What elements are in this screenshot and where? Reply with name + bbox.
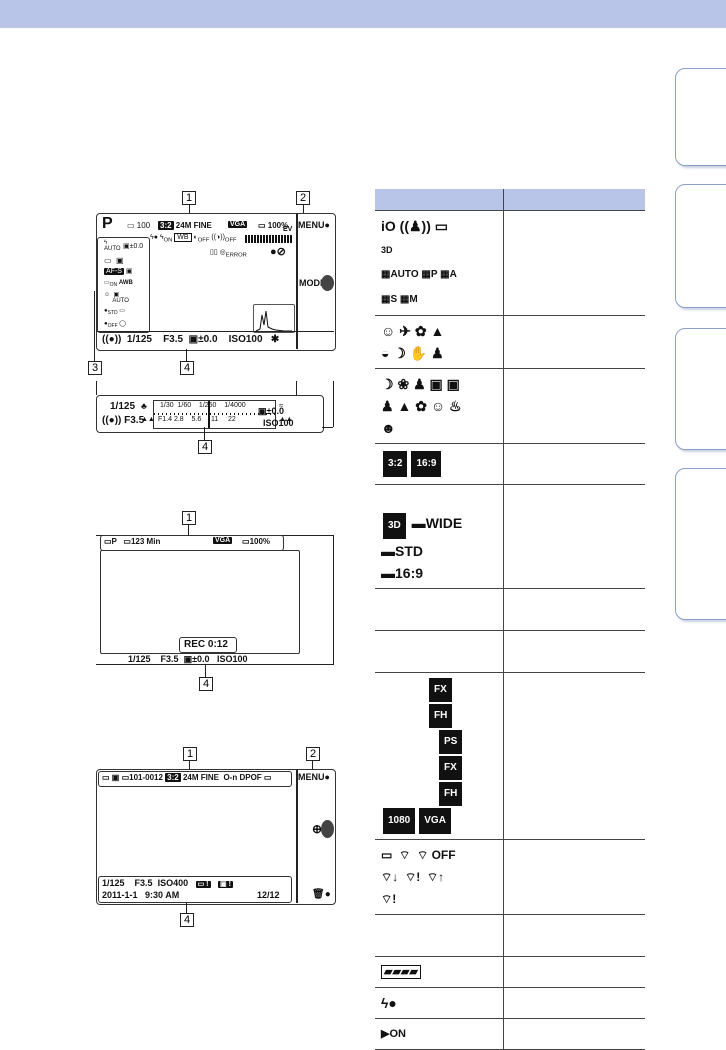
icon-legend-table: iO ((♟)) ▭3D▦AUTO ▦P ▦A▦S ▦M ☺ ✈ ✿ ▲◒ ☽ …	[375, 189, 645, 1050]
icon-cell: iO ((♟)) ▭3D▦AUTO ▦P ▦A▦S ▦M	[375, 210, 504, 316]
callout-4-b: 4	[198, 440, 212, 454]
callout-4-d: 4	[180, 913, 194, 927]
menu-button-1[interactable]: MENU●	[298, 220, 330, 230]
playback-top-bar	[98, 771, 292, 787]
side-row-awb: ▭ON AWB	[104, 280, 133, 289]
left-icon-column	[97, 237, 150, 333]
callout-3: 3	[88, 361, 102, 375]
top-row-aspect: 3:2 24M FINE	[158, 221, 212, 230]
side-tab-3[interactable]	[675, 328, 726, 450]
movie-frame	[100, 550, 300, 654]
control-wheel-icon[interactable]	[321, 275, 334, 291]
bottom-row-1: ((●)) 1/125 F3.5 ▣±0.0 ISO100 ✱	[102, 334, 280, 345]
playback-wheel-icon[interactable]	[321, 820, 334, 838]
side-row-af: AF-S ▣	[104, 268, 133, 275]
playback-row-2: 2011-1-1 9:30 AM	[102, 890, 180, 900]
icon-cell: ☽ ❀ ♟ ▣ ▣♟ ▲ ✿ ☺ ♨☻	[375, 368, 504, 444]
mode-button[interactable]: MODE	[299, 278, 326, 288]
table-row	[375, 588, 645, 631]
ir-icon-cell: ▶ON	[375, 1018, 504, 1050]
side-row-drive: ▭ ▣	[104, 256, 124, 265]
histogram	[253, 304, 295, 333]
record-dot-icon: ●⊘	[270, 246, 286, 258]
table-row: ☺ ✈ ✿ ▲◒ ☽ ✋ ♟	[375, 315, 645, 369]
table-header	[375, 189, 645, 211]
strip-ev: ▣±0.0	[258, 406, 284, 416]
error-indicator: ▯▯ ◎ERROR	[210, 249, 247, 259]
battery-level: ▭ 100%	[258, 221, 289, 230]
image-count: 12/12	[257, 890, 280, 900]
icon-cell: 3D ▬WIDE▬STD▬16:9	[375, 484, 504, 589]
movie-battery: ▭100%	[242, 537, 271, 546]
icon-cell: ☺ ✈ ✿ ▲◒ ☽ ✋ ♟	[375, 315, 504, 369]
movie-top-row: ▭P ▭123 Min	[104, 537, 161, 546]
strip-iso: ISO100	[263, 418, 294, 428]
strip-shutter: 1/125	[110, 401, 136, 412]
side-row-std: ●STD ▭	[104, 308, 125, 317]
flash-icon-cell: ϟ●	[375, 987, 504, 1019]
level-gauge	[245, 235, 293, 243]
mode-indicator: P	[102, 215, 113, 232]
trash-icon[interactable]: 🗑●	[312, 889, 331, 900]
table-row	[375, 914, 645, 957]
top-row-count: ▭ 100	[127, 221, 151, 230]
callout-2: 2	[296, 191, 310, 205]
table-row: ▰▰▰▰	[375, 956, 645, 988]
side-tab-2[interactable]	[675, 184, 726, 308]
movie-vga: VGA	[213, 537, 233, 544]
table-row: 3D ▬WIDE▬STD▬16:9	[375, 484, 645, 589]
histogram-graph	[255, 310, 292, 332]
menu-button-2[interactable]: MENU●	[298, 772, 330, 782]
table-row: ▭ ⌔ ⌔ OFF⌔↓ ⌔! ⌔↑⌔!	[375, 839, 645, 915]
playback-top-row: ▭ ▣ ▭101-0012 3:2 24M FINE O-n DPOF ▭	[102, 773, 272, 782]
callout-4-c: 4	[199, 677, 213, 691]
side-tab-1[interactable]	[675, 68, 726, 166]
side-tab-4[interactable]	[675, 468, 726, 620]
side-row-off: ●OFF ◯	[104, 321, 127, 330]
side-ev: ▣±0.0	[123, 243, 144, 250]
movie-bottom-row: 1/125 F3.5 ▣±0.0 ISO100	[128, 654, 248, 664]
callout-1-c: 1	[183, 747, 197, 761]
table-row: ☽ ❀ ♟ ▣ ▣♟ ▲ ✿ ☺ ♨☻	[375, 368, 645, 444]
table-row: ϟ●	[375, 987, 645, 1019]
exposure-scale: 1/30 1/60 1/250 1/4000 F1.4 2.8 5.6 11 2…	[153, 400, 276, 429]
table-row: iO ((♟)) ▭3D▦AUTO ▦P ▦A▦S ▦M	[375, 210, 645, 316]
ev-label: EV	[283, 226, 293, 233]
callout-1: 1	[182, 191, 196, 205]
playback-bottom-bar	[98, 876, 292, 903]
callout-2-b: 2	[306, 747, 320, 761]
header-band	[0, 0, 726, 28]
top-row-movie: VGA	[228, 221, 248, 228]
strip-aperture: ((●)) F3.5	[102, 415, 145, 426]
battery-icon-cell: ▰▰▰▰	[375, 956, 504, 988]
flash-icons-row: ϟ● ϟON WB ◐OFF ((◑))OFF	[150, 233, 237, 244]
table-row: ▶ON	[375, 1018, 645, 1050]
zoom-icon[interactable]: ⊕	[312, 822, 323, 836]
table-row	[375, 630, 645, 673]
side-row-auto: ☺ ▣ AUTO	[104, 292, 129, 304]
callout-4-a: 4	[180, 361, 194, 375]
icon-cell: ▭ ⌔ ⌔ OFF⌔↓ ⌔! ⌔↑⌔!	[375, 839, 504, 915]
playback-row-1: 1/125 F3.5 ISO400 ▭ ! ▣ !	[102, 878, 233, 888]
rec-indicator: REC 0:12	[179, 637, 237, 653]
callout-1-b: 1	[182, 511, 196, 525]
